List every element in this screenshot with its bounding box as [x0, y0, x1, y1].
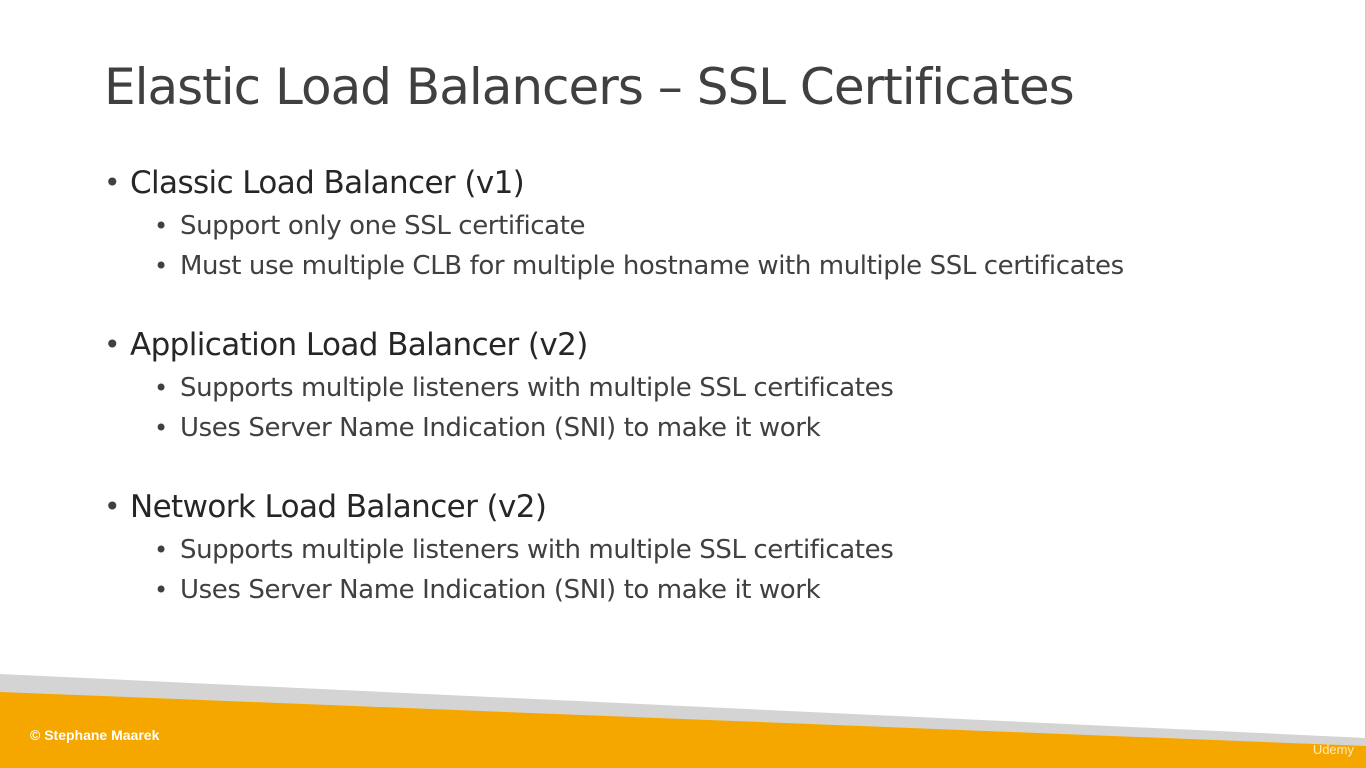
bullet-dot-icon: •: [104, 166, 121, 199]
bullet-list: • Classic Load Balancer (v1) • Support o…: [104, 160, 1304, 646]
bullet-dot-icon: •: [154, 414, 168, 442]
bullet-dot-icon: •: [154, 536, 168, 564]
section-classic: • Classic Load Balancer (v1) • Support o…: [104, 160, 1304, 286]
sub-bullet: • Uses Server Name Indication (SNI) to m…: [104, 408, 1304, 448]
bullet-dot-icon: •: [154, 252, 168, 280]
footer-decoration: [0, 674, 1366, 768]
sub-bullet-text: Must use multiple CLB for multiple hostn…: [180, 251, 1124, 281]
sub-bullet-text: Supports multiple listeners with multipl…: [180, 535, 894, 565]
sub-bullet: • Support only one SSL certificate: [104, 206, 1304, 246]
copyright-text: © Stephane Maarek: [30, 727, 160, 743]
sub-bullet: • Uses Server Name Indication (SNI) to m…: [104, 570, 1304, 610]
sub-bullet: • Supports multiple listeners with multi…: [104, 368, 1304, 408]
bullet-dot-icon: •: [154, 212, 168, 240]
bullet-heading-text: Network Load Balancer (v2): [130, 489, 547, 525]
sub-bullet-text: Support only one SSL certificate: [180, 211, 586, 241]
sub-bullet-text: Uses Server Name Indication (SNI) to mak…: [180, 575, 821, 605]
section-network: • Network Load Balancer (v2) • Supports …: [104, 484, 1304, 610]
footer-orange-band: [0, 692, 1366, 768]
sub-bullet: • Supports multiple listeners with multi…: [104, 530, 1304, 570]
bullet-dot-icon: •: [104, 490, 121, 523]
bullet-heading-text: Classic Load Balancer (v1): [130, 165, 525, 201]
bullet-dot-icon: •: [154, 576, 168, 604]
udemy-watermark: Udemy: [1312, 742, 1354, 757]
sub-bullet: • Must use multiple CLB for multiple hos…: [104, 246, 1304, 286]
bullet-dot-icon: •: [104, 328, 121, 361]
bullet-heading-text: Application Load Balancer (v2): [130, 327, 588, 363]
sub-bullet-text: Supports multiple listeners with multipl…: [180, 373, 894, 403]
section-application: • Application Load Balancer (v2) • Suppo…: [104, 322, 1304, 448]
sub-bullet-text: Uses Server Name Indication (SNI) to mak…: [180, 413, 821, 443]
slide-title: Elastic Load Balancers – SSL Certificate…: [104, 58, 1075, 116]
bullet-heading: • Application Load Balancer (v2): [104, 322, 1304, 368]
bullet-dot-icon: •: [154, 374, 168, 402]
bullet-heading: • Classic Load Balancer (v1): [104, 160, 1304, 206]
bullet-heading: • Network Load Balancer (v2): [104, 484, 1304, 530]
